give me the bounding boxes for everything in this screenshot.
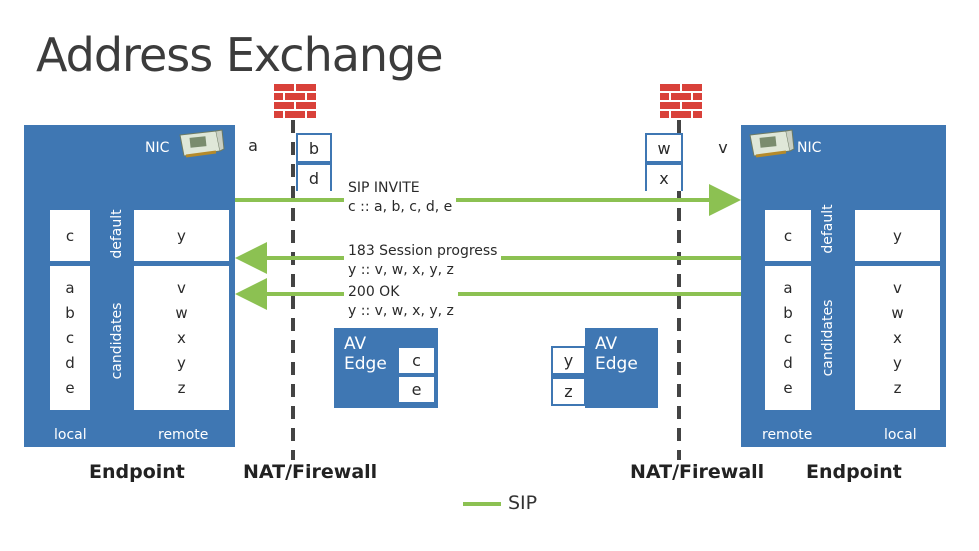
list-item: b — [65, 303, 75, 322]
sip-invite-line1: SIP INVITE — [348, 180, 420, 196]
left-default-local-value: c — [65, 226, 75, 245]
page-title: Address Exchange — [36, 28, 444, 82]
list-item: d — [65, 353, 75, 372]
right-nic-label: NIC — [797, 140, 822, 156]
right-nat-addr-v: v — [705, 133, 741, 161]
left-nat-dashed-line — [291, 120, 295, 460]
list-item: d — [783, 353, 793, 372]
list-item: b — [783, 303, 793, 322]
addr-label: x — [659, 168, 669, 188]
av-edge-right-addr-y: y — [553, 348, 584, 373]
list-item: x — [177, 328, 186, 347]
list-item: a — [65, 278, 75, 297]
left-default-remote-value: y — [177, 226, 186, 245]
right-candidates-local-box: v w x y z — [855, 266, 940, 410]
addr-label: e — [411, 380, 422, 399]
left-endpoint-label: Endpoint — [89, 461, 185, 483]
right-default-remote-value: c — [783, 226, 793, 245]
addr-label: w — [657, 138, 671, 158]
left-default-local-box: c — [50, 210, 90, 261]
sip-200-line2: y :: v, w, x, y, z — [348, 303, 454, 319]
av-edge-left-line1: AV — [344, 334, 367, 354]
list-item: w — [891, 303, 904, 322]
right-default-remote-box: c — [765, 210, 811, 261]
left-candidates-local-box: a b c d e — [50, 266, 90, 410]
right-candidates-remote-box: a b c d e — [765, 266, 811, 410]
left-default-remote-box: y — [134, 210, 229, 261]
list-item: y — [177, 353, 186, 372]
right-default-local-value: y — [893, 226, 902, 245]
av-edge-left-line2: Edge — [344, 354, 387, 374]
right-firewall-icon — [659, 83, 703, 119]
left-nat-addr-d: d — [298, 165, 330, 191]
right-local-label: local — [884, 427, 917, 443]
list-item: v — [177, 278, 186, 297]
addr-label: z — [564, 382, 573, 401]
list-item: a — [783, 278, 793, 297]
list-item: x — [893, 328, 902, 347]
addr-label: v — [718, 137, 728, 157]
list-item: c — [783, 328, 793, 347]
av-edge-right-line1: AV — [595, 334, 618, 354]
list-item: y — [893, 353, 902, 372]
legend-sip-label: SIP — [508, 492, 538, 514]
av-edge-right-addr-z: z — [553, 379, 584, 404]
left-candidates-remote-box: v w x y z — [134, 266, 229, 410]
av-edge-right: AV Edge — [585, 328, 658, 408]
sip-183-line1: 183 Session progress — [348, 243, 498, 259]
left-nic-icon — [179, 129, 225, 158]
left-nic-label: NIC — [145, 140, 170, 156]
sip-invite-text: SIP INVITE c :: a, b, c, d, e — [344, 179, 457, 217]
addr-label: c — [412, 351, 421, 370]
sip-200-text: 200 OK y :: v, w, x, y, z — [344, 283, 458, 321]
av-edge-left-addr-c: c — [399, 348, 434, 373]
list-item: z — [893, 378, 902, 397]
list-item: e — [783, 378, 793, 397]
list-item: w — [175, 303, 188, 322]
left-firewall-icon — [273, 83, 317, 119]
left-nat-addr-b: b — [298, 135, 330, 161]
left-nat-label: NAT/Firewall — [243, 461, 378, 483]
av-edge-left-addr-e: e — [399, 377, 434, 402]
left-local-label: local — [54, 427, 87, 443]
right-nat-label: NAT/Firewall — [630, 461, 765, 483]
right-default-local-box: y — [855, 210, 940, 261]
sip-183-line2: y :: v, w, x, y, z — [348, 262, 454, 278]
sip-invite-line2: c :: a, b, c, d, e — [348, 199, 453, 215]
sip-200-line1: 200 OK — [348, 284, 400, 300]
addr-label: d — [308, 168, 320, 188]
list-item: e — [65, 378, 75, 397]
list-item: z — [177, 378, 186, 397]
addr-label: a — [248, 135, 258, 155]
legend-sip-swatch — [463, 502, 501, 506]
av-edge-right-line2: Edge — [595, 354, 638, 374]
addr-label: b — [308, 138, 320, 158]
right-endpoint-label: Endpoint — [806, 461, 902, 483]
right-nat-addr-w: w — [647, 135, 681, 161]
left-nat-addr-a: a — [235, 130, 271, 160]
left-remote-label: remote — [158, 427, 209, 443]
sip-183-text: 183 Session progress y :: v, w, x, y, z — [344, 242, 502, 280]
right-remote-label: remote — [762, 427, 813, 443]
right-nic-icon — [749, 129, 795, 158]
addr-label: y — [563, 351, 574, 370]
list-item: v — [893, 278, 902, 297]
list-item: c — [65, 328, 75, 347]
right-nat-addr-x: x — [647, 165, 681, 191]
